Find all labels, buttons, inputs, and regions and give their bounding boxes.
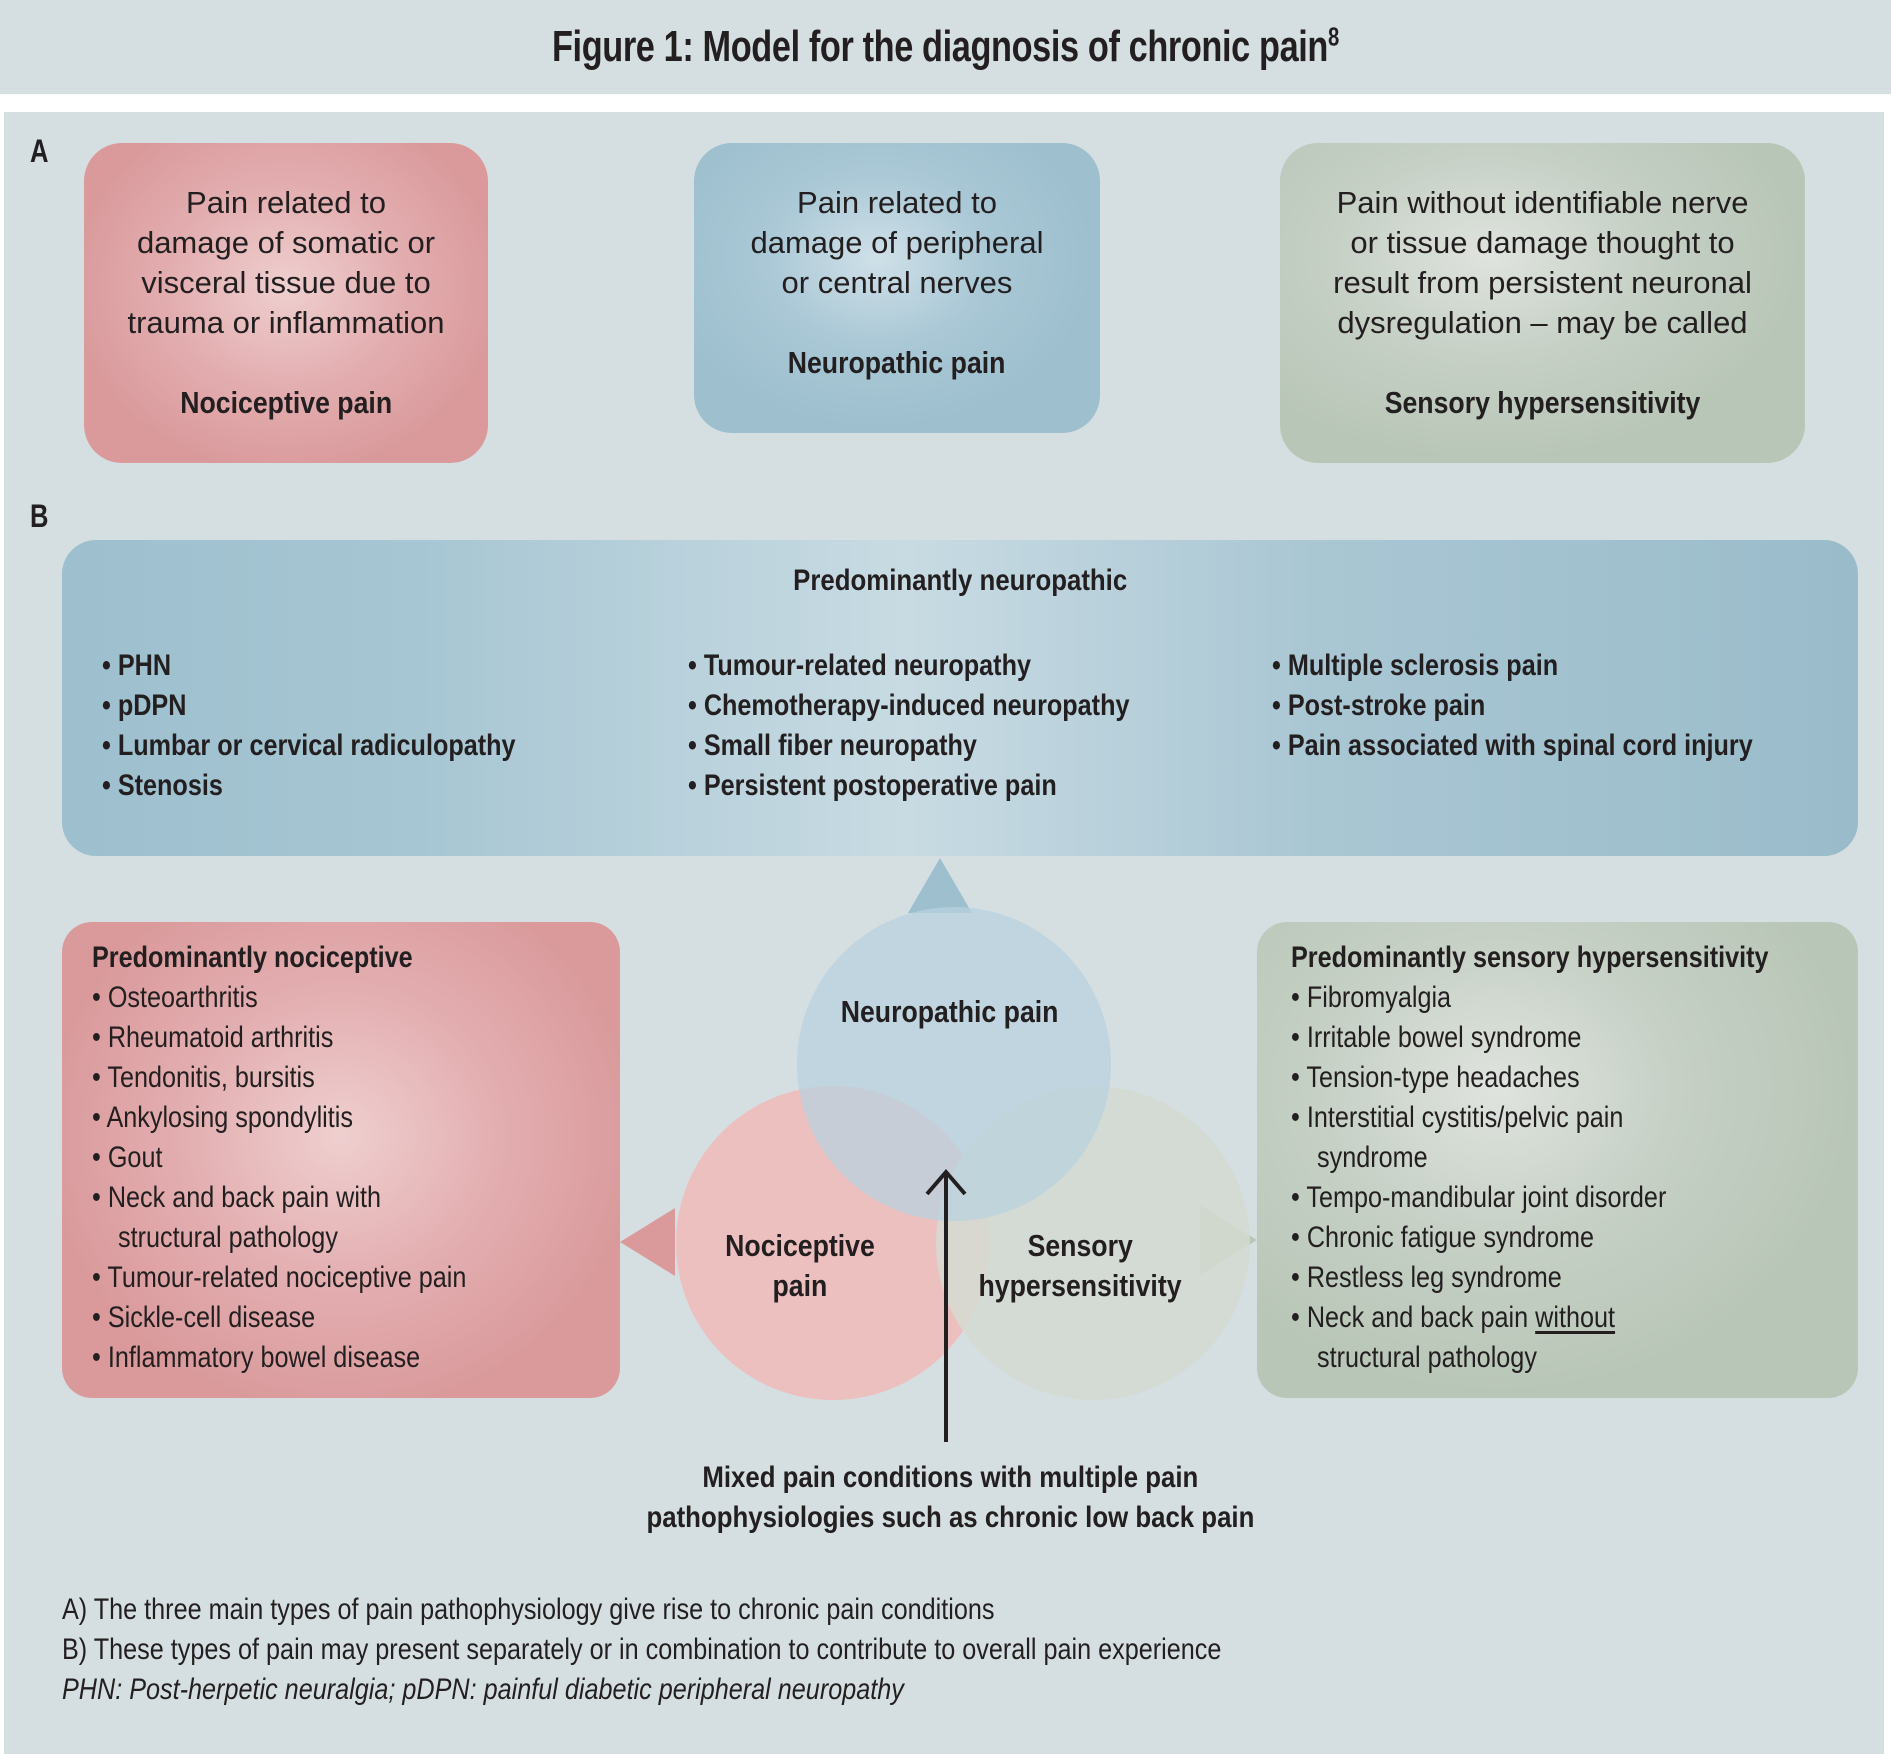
figure-title-text: Figure 1: Model for the diagnosis of chr…: [552, 22, 1329, 71]
desc-line: dysregulation – may be called: [1337, 305, 1748, 340]
desc-line: damage of peripheral: [750, 225, 1044, 260]
note-a: A) The three main types of pain pathophy…: [62, 1593, 995, 1626]
list-item: • Stenosis: [102, 769, 223, 802]
list-item: • Chronic fatigue syndrome: [1291, 1221, 1594, 1254]
nociceptive-definition-box: Pain related to damage of somatic or vis…: [84, 143, 488, 463]
neuropathic-column-2: • Tumour-related neuropathy • Chemothera…: [688, 646, 1214, 806]
neuropathic-pain-name: Neuropathic pain: [694, 343, 1100, 383]
section-a-label: A: [30, 133, 49, 169]
venn-nociceptive-label: Nociceptive pain: [725, 1228, 875, 1303]
list-item: • Rheumatoid arthritis: [92, 1021, 334, 1054]
list-item-continuation: structural pathology: [118, 1221, 338, 1254]
list-item: • Fibromyalgia: [1291, 981, 1452, 1014]
note-b: B) These types of pain may present separ…: [62, 1633, 1222, 1666]
predominantly-nociceptive-title: Predominantly nociceptive: [92, 941, 413, 974]
mixed-pain-caption: Mixed pain conditions with multiple pain…: [646, 1461, 1254, 1534]
figure-title-bar: Figure 1: Model for the diagnosis of chr…: [0, 0, 1891, 94]
list-item: • Pain associated with spinal cord injur…: [1272, 729, 1753, 762]
nociceptive-pain-name: Nociceptive pain: [84, 383, 488, 423]
predominantly-sensory-box: Predominantly sensory hypersensitivity •…: [1257, 922, 1858, 1398]
sensory-hypersensitivity-name: Sensory hypersensitivity: [1280, 383, 1805, 423]
neuropathic-description: Pain related to damage of peripheral or …: [694, 143, 1100, 303]
list-item: • Tension-type headaches: [1291, 1061, 1580, 1094]
desc-line: or tissue damage thought to: [1350, 225, 1735, 260]
list-item: • Inflammatory bowel disease: [92, 1341, 421, 1374]
neuropathic-column-1: • PHN • pDPN • Lumbar or cervical radicu…: [102, 646, 594, 806]
list-item: • Post-stroke pain: [1272, 689, 1486, 722]
predominantly-neuropathic-box: Predominantly neuropathic • PHN • pDPN •…: [62, 540, 1858, 856]
neuropathic-definition-box: Pain related to damage of peripheral or …: [694, 143, 1100, 433]
underlined-emphasis: without: [1535, 1301, 1616, 1334]
list-item: • Tumour-related neuropathy: [688, 649, 1031, 682]
list-item: • Neck and back pain with: [92, 1181, 381, 1214]
list-item: • Gout: [92, 1141, 163, 1174]
nociceptive-pain-name-text: Nociceptive pain: [180, 385, 392, 420]
desc-line: Pain related to: [797, 185, 997, 220]
figure-title: Figure 1: Model for the diagnosis of chr…: [552, 22, 1339, 72]
desc-line: or central nerves: [781, 265, 1013, 300]
section-b-label: B: [30, 498, 49, 534]
desc-line: damage of somatic or: [136, 225, 436, 260]
list-item-continuation: structural pathology: [1317, 1341, 1537, 1374]
sensory-description: Pain without identifiable nerve or tissu…: [1280, 143, 1805, 343]
predominantly-sensory-title: Predominantly sensory hypersensitivity: [1291, 941, 1769, 974]
venn-neuropathic-label: Neuropathic pain: [841, 994, 1059, 1029]
desc-line: visceral tissue due to: [141, 265, 431, 300]
nociceptive-description: Pain related to damage of somatic or vis…: [84, 143, 488, 343]
list-item: • Tempo-mandibular joint disorder: [1291, 1181, 1667, 1214]
list-item: • Ankylosing spondylitis: [92, 1101, 353, 1134]
desc-line: trauma or inflammation: [127, 305, 445, 340]
sensory-definition-box: Pain without identifiable nerve or tissu…: [1280, 143, 1805, 463]
list-item-continuation: syndrome: [1317, 1141, 1428, 1174]
list-item: • pDPN: [102, 689, 187, 722]
list-item: • PHN: [102, 649, 172, 682]
list-item: • Sickle-cell disease: [92, 1301, 316, 1334]
figure-notes: A) The three main types of pain pathophy…: [62, 1590, 1442, 1710]
list-item: • Tendonitis, bursitis: [92, 1061, 315, 1094]
predominantly-nociceptive-box: Predominantly nociceptive • Osteoarthrit…: [62, 922, 620, 1398]
sensory-hypersensitivity-name-text: Sensory hypersensitivity: [1384, 385, 1701, 420]
reference-superscript: 8: [1328, 21, 1339, 52]
neuropathic-column-3: • Multiple sclerosis pain • Post-stroke …: [1272, 646, 1844, 766]
list-item: • Persistent postoperative pain: [688, 769, 1057, 802]
nociceptive-list: Predominantly nociceptive • Osteoarthrit…: [92, 938, 538, 1378]
neuropathic-pain-name-text: Neuropathic pain: [788, 345, 1006, 380]
list-item: • Tumour-related nociceptive pain: [92, 1261, 467, 1294]
abbreviations-note: PHN: Post-herpetic neuralgia; pDPN: pain…: [62, 1673, 904, 1706]
list-item: • Interstitial cystitis/pelvic pain: [1291, 1101, 1624, 1134]
list-item: • Irritable bowel syndrome: [1291, 1021, 1582, 1054]
predominantly-neuropathic-title-text: Predominantly neuropathic: [792, 564, 1128, 597]
list-item: • Neck and back pain without: [1291, 1301, 1616, 1334]
list-item: • Small fiber neuropathy: [688, 729, 977, 762]
list-item: • Multiple sclerosis pain: [1272, 649, 1559, 682]
list-item: • Restless leg syndrome: [1291, 1261, 1562, 1294]
list-item: • Osteoarthritis: [92, 981, 258, 1014]
list-item: • Lumbar or cervical radiculopathy: [102, 729, 516, 762]
desc-line: Pain related to: [186, 185, 386, 220]
venn-sensory-label: Sensory hypersensitivity: [978, 1228, 1182, 1303]
desc-line: result from persistent neuronal: [1333, 265, 1752, 300]
list-item: • Chemotherapy-induced neuropathy: [688, 689, 1130, 722]
desc-line: Pain without identifiable nerve: [1336, 185, 1749, 220]
sensory-list: Predominantly sensory hypersensitivity •…: [1291, 938, 1860, 1378]
predominantly-neuropathic-title: Predominantly neuropathic: [62, 564, 1858, 598]
